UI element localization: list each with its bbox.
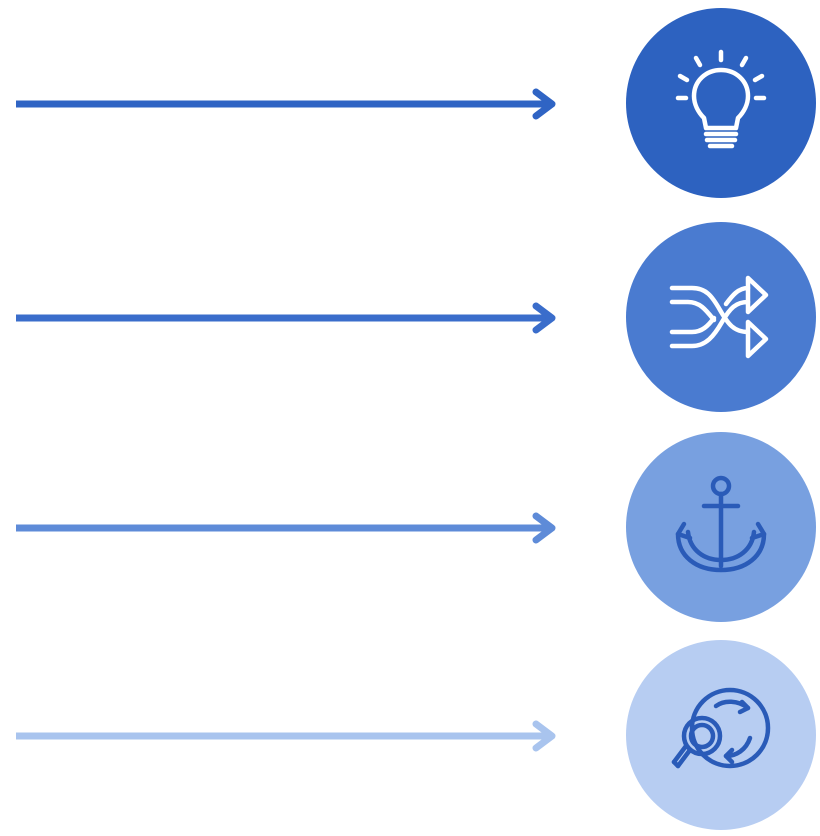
arrow — [16, 720, 560, 752]
step-row — [0, 4, 820, 204]
arrow — [16, 88, 560, 120]
search-refresh-icon — [666, 680, 776, 790]
anchor-icon — [666, 472, 776, 582]
step-row — [0, 636, 820, 836]
step-circle — [626, 222, 816, 412]
lightbulb-icon — [666, 48, 776, 158]
arrow — [16, 512, 560, 544]
step-circle — [626, 432, 816, 622]
step-circle — [626, 640, 816, 830]
step-circle — [626, 8, 816, 198]
step-row — [0, 428, 820, 628]
shuffle-arrows-icon — [666, 262, 776, 372]
arrow — [16, 302, 560, 334]
step-row — [0, 218, 820, 418]
